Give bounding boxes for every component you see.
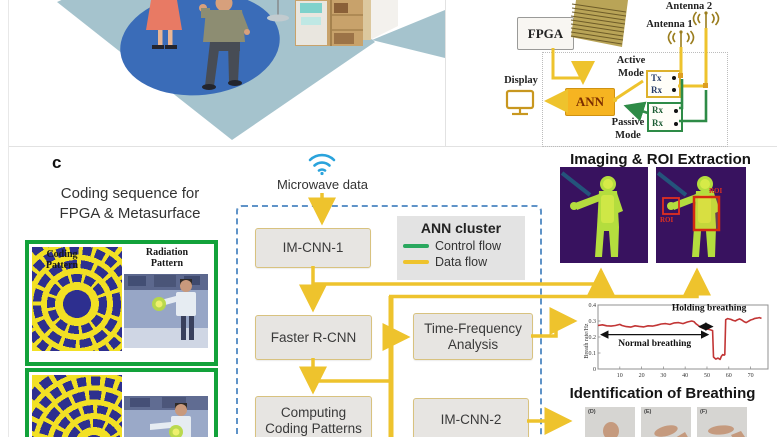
hand-label: (F) xyxy=(700,409,708,415)
microwave-image-1 xyxy=(560,167,648,263)
active-mode-label: Active Mode xyxy=(616,55,646,79)
passive-mode-label: Passive Mode xyxy=(611,117,645,141)
im-cnn-1-label: IM-CNN-1 xyxy=(282,240,344,256)
rx-label: Rx xyxy=(652,118,663,128)
rx-rx-box: Rx Rx xyxy=(647,102,683,132)
im-cnn-2-box: IM-CNN-2 xyxy=(413,398,529,437)
identification-breathing-title: Identification of Breathing xyxy=(569,385,756,402)
svg-text:0.4: 0.4 xyxy=(589,303,597,309)
time-frequency-analysis-box: Time-Frequency Analysis xyxy=(413,313,533,360)
antenna2-label: Antenna 2 xyxy=(665,1,713,12)
faster-rcnn-label: Faster R-CNN xyxy=(270,329,357,345)
radiation-pattern-photo xyxy=(124,274,208,348)
panel-divider-horizontal xyxy=(8,146,777,147)
imaging-roi-title: Imaging & ROI Extraction xyxy=(570,151,751,168)
svg-text:50: 50 xyxy=(704,373,710,379)
svg-text:30: 30 xyxy=(660,373,666,379)
computing-coding-patterns-label: Computing Coding Patterns xyxy=(265,405,362,436)
coding-pattern-frame-1: Coding Pattern Radiation Pattern xyxy=(25,240,218,366)
fpga-box: FPGA xyxy=(517,17,574,50)
person-man xyxy=(199,0,250,90)
floor-lamp xyxy=(267,0,289,22)
metasurface-graphic xyxy=(570,0,628,47)
rx-label: Rx xyxy=(652,105,663,115)
antenna-icon-1 xyxy=(667,30,695,47)
hand-image-1: (D) xyxy=(585,407,635,437)
microwave-data-label: Microwave data xyxy=(276,177,369,192)
antenna-icon-2 xyxy=(692,11,720,28)
microwave-image-2-graphic xyxy=(656,167,746,263)
coding-pattern-image xyxy=(32,375,122,437)
panel-c-label: c xyxy=(52,153,62,172)
port-dot xyxy=(672,76,676,80)
tilted-hand-graphic xyxy=(641,407,691,437)
legend-title: ANN cluster xyxy=(420,220,502,236)
wifi-icon xyxy=(308,153,336,176)
rx-label: Rx xyxy=(651,84,662,95)
control-flow-label: Control flow xyxy=(435,239,501,253)
port-dot xyxy=(674,121,678,126)
fpga-label: FPGA xyxy=(527,25,564,41)
svg-text:40: 40 xyxy=(682,373,688,379)
monitor-icon xyxy=(505,89,535,116)
port-dot xyxy=(674,108,678,113)
hand-image-3: (F) xyxy=(697,407,747,437)
antenna1-label: Antenna 1 xyxy=(646,19,693,30)
roi-label: ROI xyxy=(709,187,723,195)
svg-text:Breath rate/Hz: Breath rate/Hz xyxy=(584,323,590,358)
roi-label: ROI xyxy=(660,216,674,224)
hand-label: (E) xyxy=(644,409,652,415)
coding-pattern-frame-2 xyxy=(25,368,218,437)
tx-rx-box: Tx Rx xyxy=(646,70,681,98)
svg-text:70: 70 xyxy=(748,373,754,379)
svg-text:60: 60 xyxy=(726,373,732,379)
tx-label: Tx xyxy=(651,72,662,83)
svg-text:Holding breathing: Holding breathing xyxy=(672,304,747,314)
im-cnn-1-box: IM-CNN-1 xyxy=(255,228,371,268)
room-scene-illustration xyxy=(57,0,445,140)
coding-pattern-label: Coding Pattern xyxy=(45,249,79,271)
breath-rate-chart: 0 0.1 0.2 0.3 0.4 10 20 30 40 50 60 70 Breath rate/H… xyxy=(584,303,769,379)
mode-switch-region xyxy=(542,52,728,147)
fist-graphic xyxy=(585,407,635,437)
computing-coding-patterns-box: Computing Coding Patterns xyxy=(255,396,372,437)
figure-left-border xyxy=(8,0,9,437)
svg-text:0: 0 xyxy=(593,367,596,373)
flat-hand-graphic xyxy=(697,407,747,437)
control-flow-swatch xyxy=(403,244,429,248)
svg-text:20: 20 xyxy=(639,373,645,379)
wardrobe xyxy=(295,0,445,58)
ann-label: ANN xyxy=(575,94,605,109)
ann-cluster-legend: ANN cluster Control flow Data flow xyxy=(397,216,525,280)
coding-sequence-title: Coding sequence for FPGA & Metasurface xyxy=(59,185,201,222)
hand-label: (D) xyxy=(588,409,596,415)
svg-text:10: 10 xyxy=(617,373,623,379)
ann-box: ANN xyxy=(565,88,615,116)
svg-text:0.2: 0.2 xyxy=(589,335,597,341)
panel-divider-vertical xyxy=(445,0,446,147)
faster-rcnn-box: Faster R-CNN xyxy=(255,315,372,360)
svg-text:Normal breathing: Normal breathing xyxy=(618,339,691,349)
data-flow-swatch xyxy=(403,260,429,264)
person-woman xyxy=(146,0,182,49)
radiation-pattern-label: Radiation Pattern xyxy=(125,247,209,269)
radiation-pattern-photo xyxy=(124,396,208,437)
im-cnn-2-label: IM-CNN-2 xyxy=(440,412,502,428)
port-dot xyxy=(672,88,676,92)
svg-text:0.3: 0.3 xyxy=(589,319,597,325)
hand-image-2: (E) xyxy=(641,407,691,437)
svg-text:0.1: 0.1 xyxy=(589,351,597,357)
time-frequency-analysis-label: Time-Frequency Analysis xyxy=(424,320,522,352)
microwave-image-2: ROI ROI xyxy=(656,167,746,263)
data-flow-label: Data flow xyxy=(435,255,488,269)
display-label: Display xyxy=(504,75,538,86)
coding-pattern-image xyxy=(32,247,122,351)
